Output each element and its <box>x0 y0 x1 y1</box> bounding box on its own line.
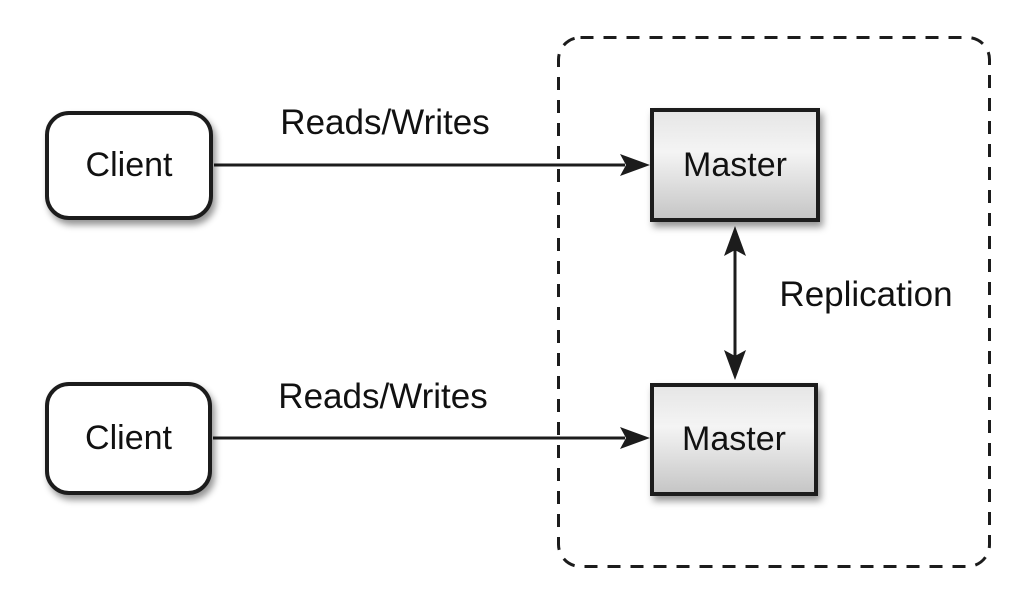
master-node-top-label: Master <box>683 145 787 184</box>
reads-writes-arrow-top <box>214 154 650 176</box>
replication-arrow <box>724 226 746 380</box>
client-node-top: Client <box>45 111 213 220</box>
client-node-bottom: Client <box>45 382 212 495</box>
reads-writes-label-bottom: Reads/Writes <box>278 377 488 416</box>
arrowhead-right-bottom <box>620 427 650 449</box>
master-node-top: Master <box>650 108 820 222</box>
client-node-top-label: Client <box>85 146 173 184</box>
client-node-bottom-label: Client <box>85 419 172 457</box>
arrowhead-up <box>724 226 746 256</box>
reads-writes-arrow-bottom <box>213 427 650 449</box>
master-node-bottom-label: Master <box>682 420 786 458</box>
arrowhead-right-top <box>620 154 650 176</box>
master-node-bottom: Master <box>650 383 818 496</box>
replication-label: Replication <box>779 275 953 314</box>
replication-boundary-box <box>557 36 991 568</box>
arrowhead-down <box>724 350 746 380</box>
reads-writes-label-top: Reads/Writes <box>280 103 490 142</box>
